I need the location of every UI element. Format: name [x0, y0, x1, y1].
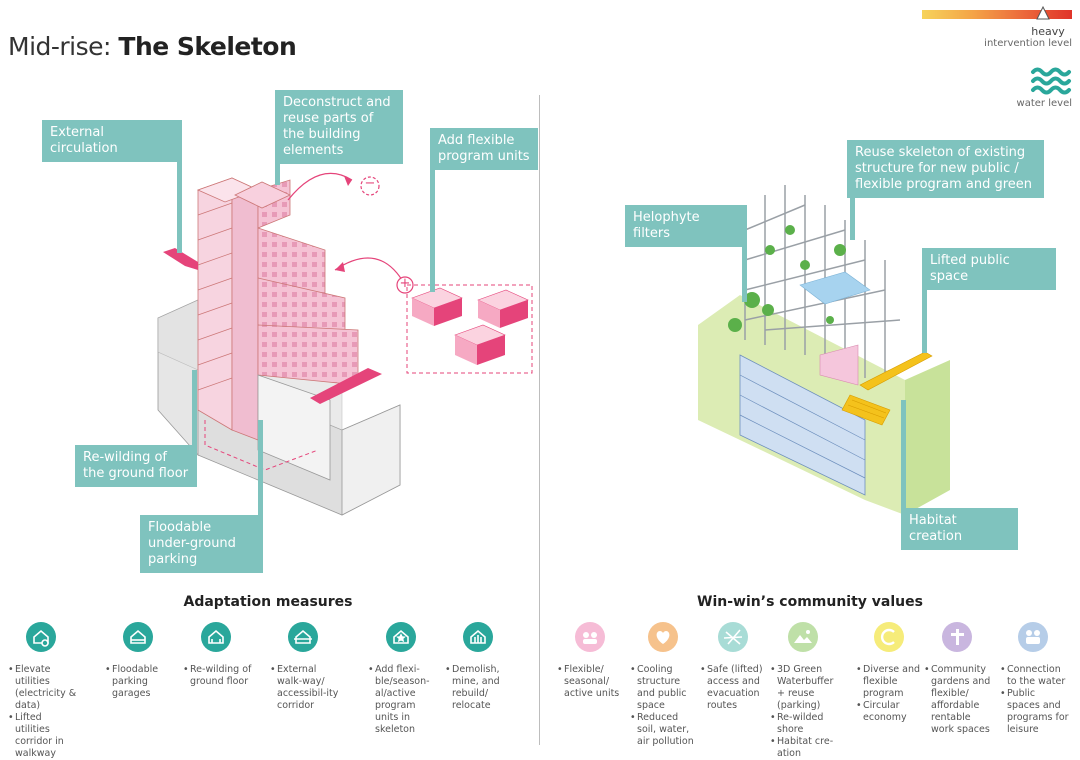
- community-value-caption-line: Flexible/ seasonal/ active units: [557, 664, 627, 700]
- community-value-caption-line: Habitat cre-ation: [770, 736, 840, 760]
- adaptation-measure-caption-line: Elevate utilities (electricity & data): [8, 664, 78, 712]
- community-value-caption-line: Re-wilded shore: [770, 712, 840, 736]
- community-value-caption: 3D Green Waterbuffer + reuse (parking)Re…: [770, 664, 840, 760]
- adaptation-measure-caption: Demolish, mine, and rebuild/ relocate: [445, 664, 515, 712]
- landscape-icon: [788, 622, 818, 652]
- intervention-marker-icon: [1036, 6, 1050, 20]
- people-water-icon: [1018, 622, 1048, 652]
- community-value-caption-line: Circular economy: [856, 700, 926, 724]
- adaptation-measure-caption: Floodable parking garages: [105, 664, 175, 700]
- callout-add-flexible: Add flexible program units: [430, 128, 538, 170]
- star-house-icon: [386, 622, 416, 652]
- heart-icon: [648, 622, 678, 652]
- adaptation-measure-caption-line: Add flexi-ble/season-al/active program u…: [368, 664, 438, 736]
- callout-deconstruct: Deconstruct and reuse parts of the build…: [275, 90, 403, 164]
- center-divider: [539, 95, 540, 745]
- community-values-heading: Win-win’s community values: [697, 594, 923, 610]
- community-value-caption-line: Connection to the water: [1000, 664, 1070, 688]
- intervention-gradient-bar: [922, 10, 1072, 19]
- community-value-caption-line: Community gardens and flexible/ affordab…: [924, 664, 994, 736]
- adaptation-measure-caption: Elevate utilities (electricity & data)Li…: [8, 664, 78, 760]
- adaptation-measure-caption: External walk-way/ accessibil-ity corrid…: [270, 664, 340, 712]
- cross-icon: [942, 622, 972, 652]
- grid-house-icon: [463, 622, 493, 652]
- external-circulation-leader: [177, 143, 182, 253]
- callout-helophyte: Helophyte filters: [625, 205, 747, 247]
- route-icon: [718, 622, 748, 652]
- community-value-caption: Diverse and flexible programCircular eco…: [856, 664, 926, 724]
- reuse-skeleton-leader: [850, 190, 855, 240]
- page-title: Mid-rise: The Skeleton: [8, 32, 297, 61]
- intervention-level-label: intervention level: [984, 38, 1072, 49]
- water-level-label: water level: [1016, 98, 1072, 109]
- community-value-caption-line: Diverse and flexible program: [856, 664, 926, 700]
- callout-floodable: Floodable under-ground parking: [140, 515, 263, 573]
- wild-house-icon: [201, 622, 231, 652]
- floodable-leader: [258, 420, 263, 516]
- adapted-skeleton-illustration: [698, 185, 950, 515]
- waves-icon: [1031, 67, 1071, 95]
- lifted-public-leader: [922, 258, 927, 353]
- existing-building-illustration: [157, 172, 533, 516]
- community-value-caption: Flexible/ seasonal/ active units: [557, 664, 627, 700]
- rewilding-leader: [192, 370, 197, 446]
- community-value-caption-line: Safe (lifted) access and evacuation rout…: [700, 664, 770, 712]
- adaptation-measure-caption-line: External walk-way/ accessibil-ity corrid…: [270, 664, 340, 712]
- adaptation-measure-caption-line: Floodable parking garages: [105, 664, 175, 700]
- community-value-caption: Community gardens and flexible/ affordab…: [924, 664, 994, 736]
- community-value-caption: Cooling structure and public spaceReduce…: [630, 664, 700, 748]
- adaptation-measure-caption: Add flexi-ble/season-al/active program u…: [368, 664, 438, 736]
- add-flexible-leader: [430, 168, 435, 292]
- callout-external-circulation: External circulation: [42, 120, 182, 162]
- plus-icon: +: [399, 276, 411, 291]
- minus-icon: −: [364, 176, 376, 191]
- callout-lifted-public: Lifted public space: [922, 248, 1056, 290]
- callout-habitat: Habitat creation: [901, 508, 1018, 550]
- adaptation-measures-heading: Adaptation measures: [183, 594, 353, 610]
- helophyte-leader: [742, 212, 747, 302]
- intervention-level-word: heavy: [1031, 25, 1065, 38]
- adaptation-measure-caption-line: Demolish, mine, and rebuild/ relocate: [445, 664, 515, 712]
- community-value-caption-line: Public spaces and programs for leisure: [1000, 688, 1070, 736]
- callout-reuse-skeleton: Reuse skeleton of existing structure for…: [847, 140, 1044, 198]
- community-value-caption-line: 3D Green Waterbuffer + reuse (parking): [770, 664, 840, 712]
- callout-rewilding: Re-wilding of the ground floor: [75, 445, 197, 487]
- community-value-caption: Safe (lifted) access and evacuation rout…: [700, 664, 770, 712]
- adaptation-measure-caption-line: Re-wilding of ground floor: [183, 664, 253, 688]
- walkway-house-icon: [288, 622, 318, 652]
- gear-house-icon: [26, 622, 56, 652]
- people-icon: [575, 622, 605, 652]
- community-value-caption: Connection to the waterPublic spaces and…: [1000, 664, 1070, 736]
- community-value-caption-line: Reduced soil, water, air pollution: [630, 712, 700, 748]
- adaptation-measure-caption: Re-wilding of ground floor: [183, 664, 253, 688]
- habitat-leader: [901, 400, 906, 510]
- community-value-caption-line: Cooling structure and public space: [630, 664, 700, 712]
- circular-icon: [874, 622, 904, 652]
- adaptation-measure-caption-line: Lifted utilities corridor in walkway: [8, 712, 78, 760]
- parking-house-icon: [123, 622, 153, 652]
